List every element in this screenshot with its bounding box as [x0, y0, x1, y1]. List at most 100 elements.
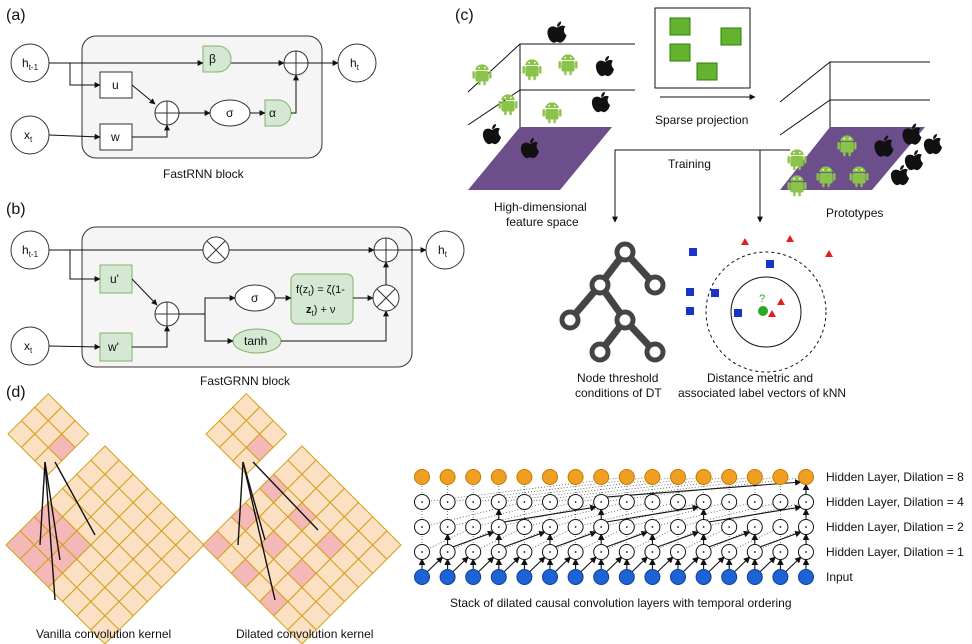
android-icon	[558, 54, 578, 76]
tcn-diagram	[414, 469, 814, 585]
fastgrnn-x-node: xt	[10, 326, 50, 366]
node-dot	[421, 526, 423, 528]
input-node	[618, 569, 635, 585]
node-dot	[779, 551, 782, 553]
svg-text:ht: ht	[350, 56, 360, 72]
fastgrnn-gate-box: f(zt) = ζ(1- zt) + ν	[290, 273, 354, 325]
kernel-grid	[7, 392, 90, 476]
node-dot	[472, 501, 475, 503]
node-dot	[728, 526, 731, 528]
knn-label-2: associated label vectors of kNN	[678, 386, 846, 400]
vanilla-kernel-label: Vanilla convolution kernel	[36, 627, 171, 641]
svg-text:ht-1: ht-1	[22, 56, 39, 72]
android-icon	[542, 102, 562, 124]
node-dot	[523, 526, 526, 528]
layer-label-dilation-2: Hidden Layer, Dilation = 2	[826, 520, 964, 534]
node-dot	[625, 551, 628, 553]
input-node	[798, 569, 814, 585]
node-dot	[702, 551, 705, 553]
svg-text:xt: xt	[24, 339, 33, 355]
svg-text:w': w'	[107, 340, 119, 354]
hidden-dilation-8-node	[644, 469, 661, 485]
fastrnn-sum-2	[283, 50, 309, 76]
sparse-projection-label: Sparse projection	[655, 113, 748, 127]
hidden-dilation-8-node	[798, 469, 814, 485]
node-dot	[728, 551, 731, 553]
knn-diagram: ?	[686, 235, 833, 373]
svg-text:u: u	[112, 78, 119, 92]
node-dot	[677, 501, 679, 503]
node-dot	[549, 526, 551, 528]
fastgrnn-u-box: u'	[99, 264, 133, 294]
fastgrnn-connectors	[48, 247, 427, 350]
hidden-dilation-8-node	[721, 469, 738, 485]
fastrnn-beta-gate: β	[202, 45, 232, 73]
panel-b: (b) ht-1 xt ht u' w'	[6, 201, 465, 388]
node-dot	[651, 501, 654, 503]
input-node	[746, 569, 763, 585]
hidden-dilation-8-node	[516, 469, 533, 485]
fastgrnn-h-out-node: ht	[425, 230, 465, 270]
fastrnn-h-prev-node: ht-1	[10, 43, 50, 83]
input-node	[721, 569, 738, 585]
panel-a-label: (a)	[6, 7, 26, 24]
node-dot	[651, 526, 654, 528]
kernel-grid	[202, 445, 402, 644]
hidden-dilation-8-node	[593, 469, 610, 485]
input-node	[567, 569, 584, 585]
svg-text:α: α	[269, 106, 276, 120]
node-dot	[702, 501, 705, 503]
input-node	[542, 569, 558, 585]
android-icon	[498, 94, 518, 116]
fastgrnn-sum-1	[154, 301, 180, 327]
kernel-cell	[372, 530, 402, 560]
input-node	[670, 569, 686, 585]
node-dot	[805, 501, 807, 503]
android-icon	[816, 166, 836, 188]
apple-icon	[520, 138, 539, 159]
panel-b-label: (b)	[6, 201, 26, 218]
panel-c: (c) High-dimensional feature space Spars…	[455, 7, 942, 400]
fastgrnn-mul-right	[372, 284, 400, 312]
node-dot	[549, 551, 551, 553]
apple-icon	[890, 165, 909, 186]
layer-label-dilation-8: Hidden Layer, Dilation = 8	[826, 470, 964, 484]
fastrnn-connectors	[48, 60, 339, 140]
svg-text:tanh: tanh	[244, 334, 267, 348]
fastgrnn-w-box: w'	[99, 332, 133, 362]
hidden-dilation-8-node	[490, 469, 507, 485]
training-label: Training	[668, 157, 711, 171]
panel-c-label: (c)	[455, 7, 474, 24]
input-node	[465, 569, 482, 585]
node-dot	[446, 526, 449, 528]
svg-text:σ: σ	[251, 291, 259, 305]
node-dot	[600, 501, 603, 503]
node-dot	[446, 501, 449, 503]
hidden-dilation-8-node	[695, 469, 712, 485]
fastrnn-sigma: σ	[209, 99, 251, 127]
knn-label-1: Distance metric and	[707, 371, 813, 385]
knn-query-mark: ?	[759, 293, 765, 305]
apple-icon	[902, 123, 922, 145]
apple-icon	[482, 124, 501, 145]
node-dot	[472, 551, 475, 553]
panel-a: (a) ht-1 xt ht u w β	[6, 7, 377, 181]
input-node	[516, 569, 533, 585]
android-icon	[522, 59, 542, 81]
svg-text:β: β	[209, 52, 216, 66]
dt-label-1: Node threshold	[577, 371, 658, 385]
apple-icon	[595, 56, 614, 77]
node-dot	[677, 526, 679, 528]
fastrnn-alpha-gate: α	[264, 99, 292, 127]
apple-icon	[591, 92, 610, 113]
node-dot	[677, 551, 679, 553]
apple-icon	[904, 150, 923, 171]
android-icon	[849, 166, 869, 188]
fastgrnn-caption: FastGRNN block	[200, 374, 291, 388]
svg-text:xt: xt	[24, 128, 33, 144]
node-dot	[523, 551, 526, 553]
node-dot	[702, 526, 705, 528]
node-dot	[779, 526, 782, 528]
layer-label-dilation-1: Hidden Layer, Dilation = 1	[826, 545, 964, 559]
input-node	[490, 569, 507, 585]
